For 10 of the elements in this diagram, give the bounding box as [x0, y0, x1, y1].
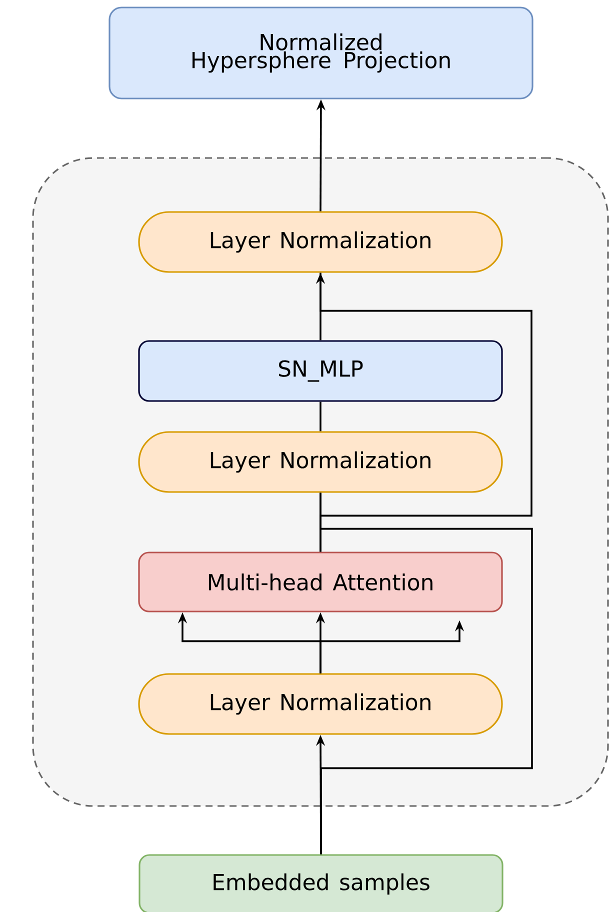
pill-box: Layer Normalization [138, 673, 503, 735]
skip-connection-line [320, 492, 533, 854]
skip-connection-line [320, 272, 532, 552]
pill-box: Layer Normalization [138, 211, 503, 273]
process-box: SN_MLP [138, 340, 503, 402]
pill-box: Layer Normalization [138, 431, 503, 493]
output-box: Normalized Hypersphere Projection [108, 6, 534, 100]
input-box: Embedded samples [138, 854, 504, 912]
process-box: Multi-head Attention [138, 552, 503, 612]
connector-line [320, 402, 322, 432]
